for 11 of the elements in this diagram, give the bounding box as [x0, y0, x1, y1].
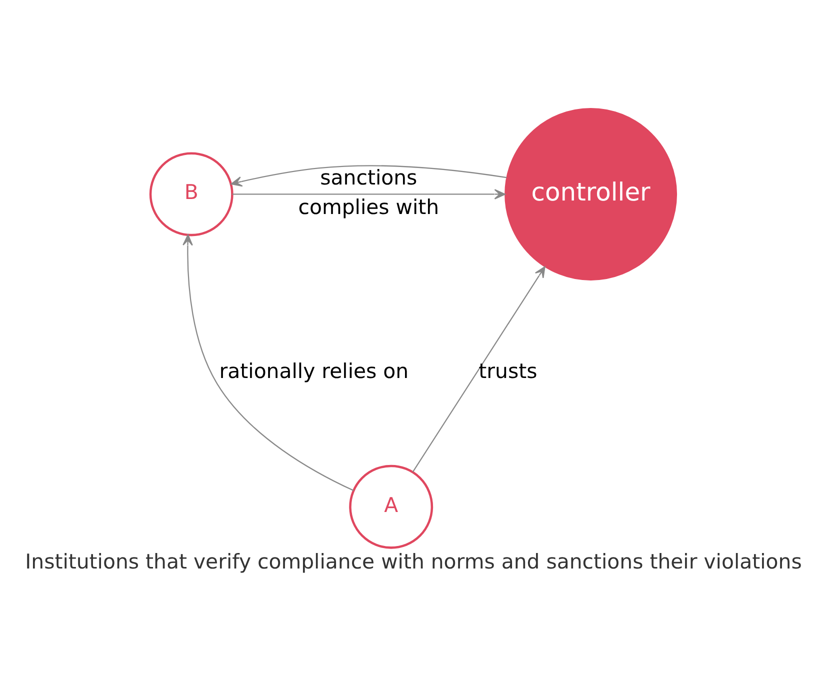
- edge-label: complies with: [298, 194, 440, 218]
- arrow: [232, 188, 506, 199]
- edge-label: sanctions: [320, 164, 418, 189]
- arrow: [412, 266, 546, 472]
- edge-label: trusts: [478, 358, 538, 382]
- node-circle: B: [149, 152, 234, 236]
- caption: Institutions that verify compliance with norms and sanctions their violations: [25, 549, 802, 574]
- edge-label: rationally relies on: [219, 358, 409, 382]
- node-circle: A: [349, 464, 434, 548]
- arrow: [182, 234, 354, 491]
- arrow: [230, 164, 507, 186]
